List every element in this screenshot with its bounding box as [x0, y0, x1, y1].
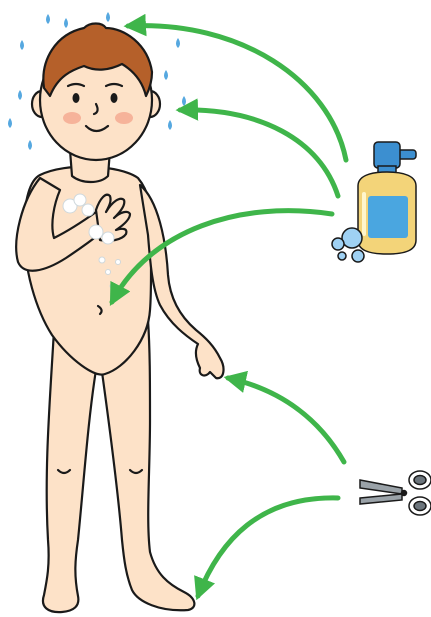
arrow-icon	[198, 498, 338, 596]
right-eye	[111, 93, 118, 103]
water-drop-icon	[64, 18, 68, 28]
water-drop-icon	[20, 40, 24, 50]
water-drop-icon	[176, 38, 180, 48]
water-drop-icon	[46, 14, 50, 24]
left-eye	[73, 93, 80, 103]
water-drop-icon	[106, 12, 110, 22]
water-drop-icon	[164, 70, 168, 80]
water-drop-icon	[182, 96, 186, 106]
arrow-icon	[128, 26, 346, 160]
water-drop-icon	[168, 120, 172, 130]
right-arm	[140, 185, 223, 378]
scissors-icon	[360, 471, 431, 515]
water-drop-icon	[28, 140, 32, 150]
left-cheek	[63, 112, 81, 124]
arrow-icon	[180, 110, 338, 196]
water-drop-icon	[18, 90, 22, 100]
water-drop-icon	[8, 118, 12, 128]
arrow-icon	[228, 378, 344, 462]
right-cheek	[115, 112, 133, 124]
